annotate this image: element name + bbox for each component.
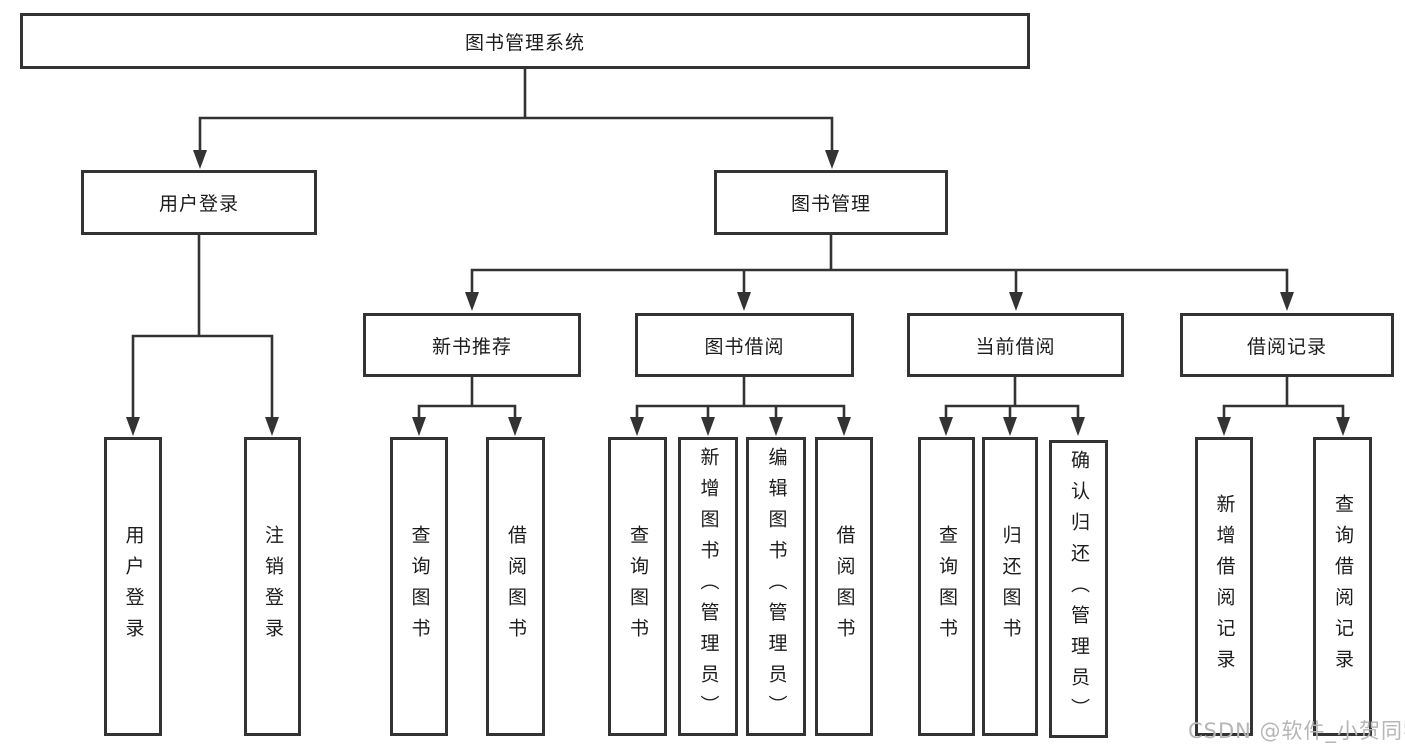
node-root-system: 图书管理系统 bbox=[20, 13, 1030, 69]
leaf-logout: 注销登录 bbox=[244, 437, 301, 736]
node-user-login: 用户登录 bbox=[81, 170, 317, 235]
leaf-user-login: 用户登录 bbox=[104, 437, 162, 736]
leaf-query-books-recommend: 查询图书 bbox=[390, 437, 448, 736]
node-book-borrow: 图书借阅 bbox=[635, 313, 854, 377]
leaf-edit-book-admin: 编辑图书（管理员） bbox=[746, 437, 806, 736]
connector-root-to-level2 bbox=[193, 69, 839, 169]
connector-user-login-to-leaves bbox=[126, 235, 279, 436]
leaf-query-borrow-record: 查询借阅记录 bbox=[1313, 437, 1372, 736]
connector-book-mgmt-to-level3 bbox=[465, 235, 1294, 311]
leaf-add-borrow-record: 新增借阅记录 bbox=[1195, 437, 1253, 736]
leaf-query-books-current: 查询图书 bbox=[918, 437, 975, 736]
node-borrow-records: 借阅记录 bbox=[1180, 313, 1394, 377]
leaf-borrow-books-recommend: 借阅图书 bbox=[486, 437, 545, 736]
connector-borrow-records-to-leaves bbox=[1217, 377, 1350, 436]
leaf-query-books-borrow: 查询图书 bbox=[608, 437, 667, 736]
leaf-borrow-books: 借阅图书 bbox=[815, 437, 873, 736]
connector-current-borrow-to-leaves bbox=[939, 377, 1085, 436]
csdn-watermark: CSDN @软件_小贺同学 bbox=[1188, 719, 1405, 743]
leaf-confirm-return-admin: 确认归还（管理员） bbox=[1049, 440, 1108, 738]
connector-book-borrow-to-leaves bbox=[630, 377, 851, 436]
node-new-book-recommend: 新书推荐 bbox=[363, 313, 581, 377]
node-current-borrow: 当前借阅 bbox=[907, 313, 1124, 377]
leaf-return-book: 归还图书 bbox=[982, 437, 1038, 736]
leaf-add-book-admin: 新增图书（管理员） bbox=[678, 437, 738, 736]
node-book-management: 图书管理 bbox=[714, 170, 948, 235]
connector-new-book-to-leaves bbox=[412, 377, 522, 436]
